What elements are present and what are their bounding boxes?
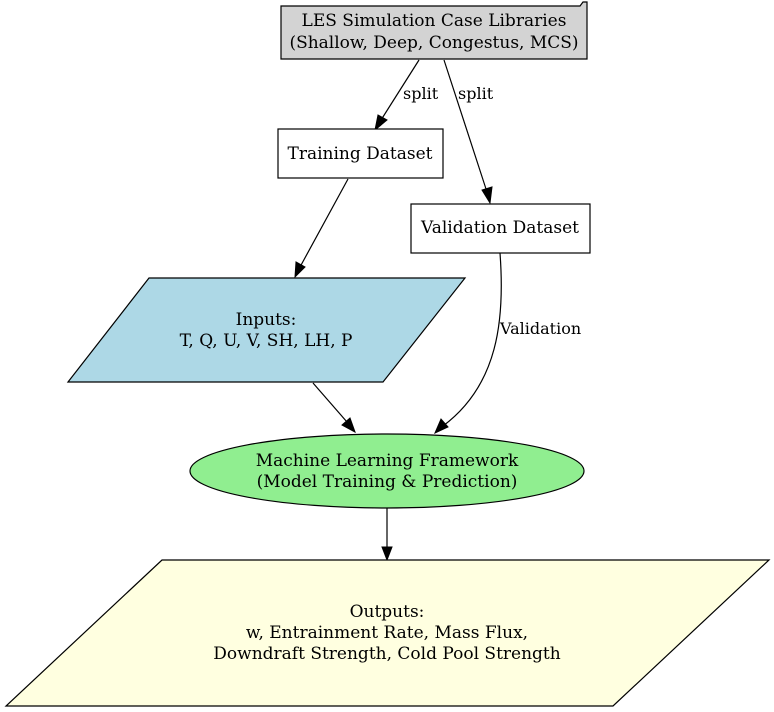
- ml-framework-title: Machine Learning Framework: [256, 451, 519, 471]
- edge-validation-to-ml: [442, 252, 502, 427]
- edges: split split Validation: [294, 59, 581, 562]
- edge-label-validation: Validation: [499, 319, 581, 338]
- arrowhead-validation-to-ml: [434, 418, 449, 434]
- node-inputs: Inputs: T, Q, U, V, SH, LH, P: [66, 277, 467, 383]
- validation-dataset-box: [410, 203, 591, 254]
- edge-training-to-inputs: [299, 178, 349, 268]
- inputs-variables: T, Q, U, V, SH, LH, P: [180, 331, 353, 351]
- edge-inputs-to-ml: [312, 382, 348, 423]
- inputs-parallelogram: [66, 277, 467, 383]
- les-library-title: LES Simulation Case Libraries: [302, 11, 567, 31]
- les-library-folder-shape: [280, 1, 588, 60]
- edge-label-split-training: split: [403, 84, 439, 103]
- arrowhead-training-to-inputs: [294, 261, 306, 279]
- ml-framework-subtitle: (Model Training & Prediction): [257, 472, 518, 492]
- arrowhead-inputs-to-ml: [341, 417, 356, 434]
- node-ml-framework: Machine Learning Framework (Model Traini…: [189, 433, 585, 509]
- ml-framework-ellipse: [189, 433, 585, 509]
- arrowhead-les-to-validation: [481, 186, 493, 205]
- inputs-title: Inputs:: [236, 310, 297, 330]
- training-dataset-label: Training Dataset: [287, 144, 432, 164]
- arrowhead-les-to-training: [374, 114, 388, 132]
- edge-label-split-validation: split: [458, 84, 494, 103]
- node-training-dataset: Training Dataset: [277, 128, 444, 179]
- arrowhead-ml-to-outputs: [381, 546, 393, 562]
- edge-les-to-training: [380, 59, 420, 121]
- outputs-title: Outputs:: [350, 602, 425, 622]
- node-validation-dataset: Validation Dataset: [410, 203, 591, 254]
- node-les-library: LES Simulation Case Libraries (Shallow, …: [280, 1, 588, 60]
- outputs-line-1: w, Entrainment Rate, Mass Flux,: [246, 623, 528, 643]
- outputs-parallelogram: [4, 559, 771, 707]
- validation-dataset-label: Validation Dataset: [420, 218, 579, 238]
- outputs-line-2: Downdraft Strength, Cold Pool Strength: [213, 644, 560, 664]
- training-dataset-box: [277, 128, 444, 179]
- les-library-subtitle: (Shallow, Deep, Congestus, MCS): [289, 33, 578, 53]
- node-outputs: Outputs: w, Entrainment Rate, Mass Flux,…: [4, 559, 771, 707]
- edge-les-to-validation: [443, 59, 488, 193]
